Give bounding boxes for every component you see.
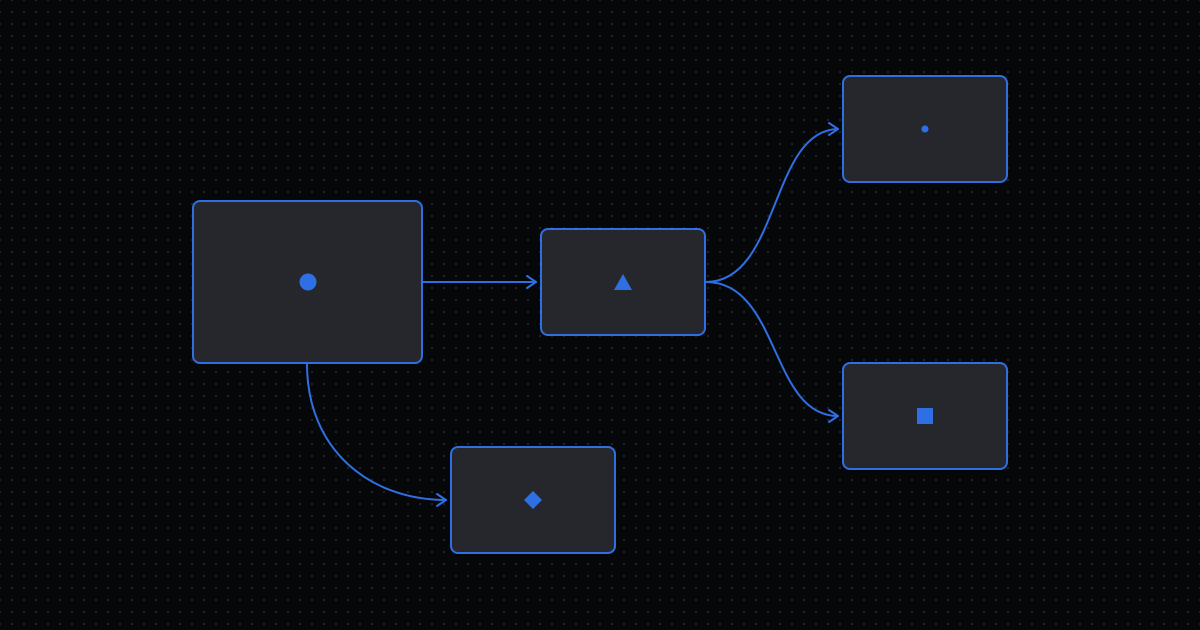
- diamond-icon: [524, 491, 542, 509]
- node-bottom[interactable]: [842, 362, 1008, 470]
- arrowhead-low: [436, 493, 447, 507]
- arrowhead-top: [828, 122, 839, 136]
- arrowhead-bottom: [828, 409, 839, 423]
- edge-mid-to-bottom: [705, 281, 839, 417]
- triangle-icon: [614, 274, 632, 290]
- arrowhead-mid: [526, 275, 537, 289]
- edge-mid-to-top: [705, 128, 839, 283]
- node-mid[interactable]: [540, 228, 706, 336]
- node-root[interactable]: [192, 200, 423, 364]
- dot-icon: [921, 125, 929, 133]
- node-top[interactable]: [842, 75, 1008, 183]
- edge-root-to-low: [306, 363, 447, 501]
- square-icon: [917, 408, 933, 424]
- circle-icon: [299, 273, 316, 291]
- node-low[interactable]: [450, 446, 616, 554]
